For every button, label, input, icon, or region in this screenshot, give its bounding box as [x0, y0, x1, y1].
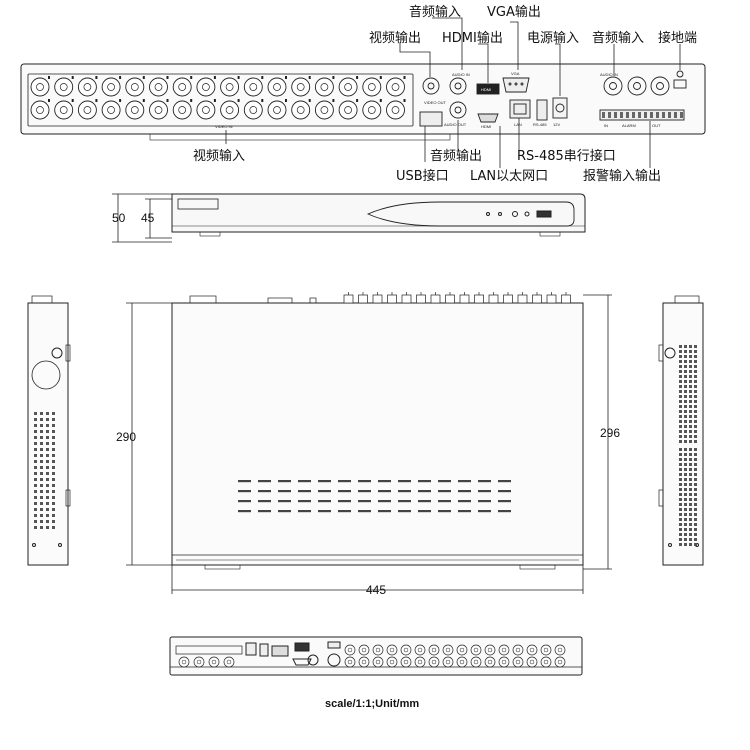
callout-video-out: 视频输出 — [369, 30, 421, 46]
vent-slots — [238, 480, 511, 513]
callout-audio-in-right: 音频输入 — [592, 30, 644, 46]
silk-alarm-in: IN — [604, 123, 608, 128]
silk-alarm: ALARM — [622, 123, 636, 128]
callout-hdmi: HDMI输出 — [442, 30, 503, 46]
scale-note: scale/1:1;Unit/mm — [325, 698, 419, 710]
top-dimension-lines — [126, 294, 612, 594]
dim-depth-left: 290 — [116, 430, 136, 444]
callout-ground: 接地端 — [658, 30, 697, 46]
silk-audio-out: AUDIO OUT — [444, 122, 467, 127]
silk-hdmi: HDMI — [481, 124, 491, 129]
silk-vga: VGA — [511, 71, 520, 76]
callout-vga: VGA输出 — [487, 4, 541, 20]
silk-audio-in-right: AUDIO IN — [600, 72, 618, 77]
top-rear-connectors — [343, 292, 571, 304]
left-side-vents — [34, 412, 55, 529]
silk-video-in: VIDEO IN — [215, 124, 233, 129]
silk-alarm-out: OUT — [652, 123, 661, 128]
silk-audio-in: AUDIO IN — [452, 72, 470, 77]
callout-power: 电源输入 — [527, 30, 579, 46]
callout-video-in: 视频输入 — [193, 148, 245, 164]
callout-lan: LAN以太网口 — [470, 169, 548, 184]
callout-rs485: RS-485串行接口 — [517, 148, 616, 164]
callout-usb: USB接口 — [396, 168, 449, 184]
callout-lines — [225, 17, 681, 168]
silk-video-out: VIDEO OUT — [424, 100, 447, 105]
right-side-vents — [679, 345, 697, 546]
silk-power: 12V — [553, 122, 560, 127]
silk-hdmi-logo: HDMI — [481, 87, 491, 92]
alarm-terminal-pins — [602, 112, 683, 118]
dim-depth-right: 296 — [600, 426, 620, 440]
front-view-drawing — [171, 193, 586, 237]
dim-height-inner: 45 — [141, 211, 155, 225]
video-in-bnc-connectors — [30, 76, 406, 120]
dim-width: 445 — [366, 583, 386, 597]
bottom-rear-view — [169, 636, 583, 676]
top-view-drawing — [171, 295, 584, 570]
callout-audio-in-top: 音频输入 — [409, 4, 461, 20]
front-dimension-lines — [112, 193, 172, 243]
silk-rs485: RS-485 — [533, 122, 547, 127]
callout-alarm: 报警输入输出 — [583, 168, 661, 184]
rear-panel-drawing — [20, 63, 706, 141]
dim-height-outer: 50 — [112, 211, 126, 225]
bottom-rear-bnc-connectors — [178, 644, 566, 668]
rear-right-section — [419, 70, 687, 127]
callout-audio-out: 音频输出 — [430, 148, 482, 164]
silk-lan: LAN — [514, 122, 522, 127]
